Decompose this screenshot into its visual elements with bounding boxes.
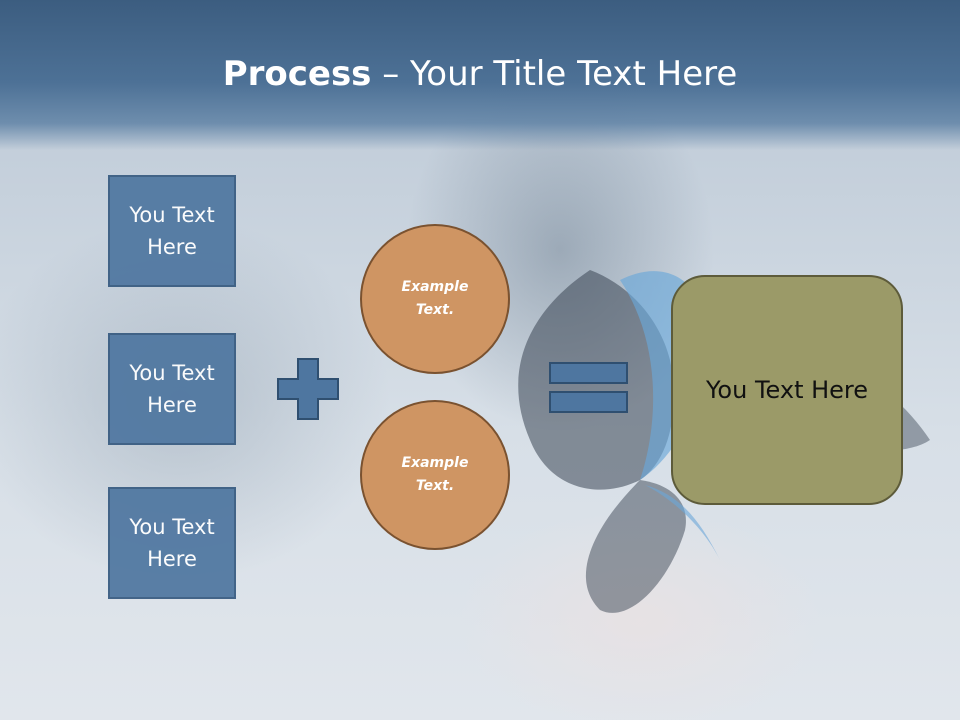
equals-icon bbox=[549, 362, 628, 413]
plus-icon bbox=[277, 358, 339, 420]
title-bold: Process bbox=[222, 54, 372, 94]
title-rest: – Your Title Text Here bbox=[371, 54, 738, 94]
input-box-2: You Text Here bbox=[108, 333, 236, 445]
example-circle-2: Example Text. bbox=[360, 400, 510, 550]
result-box: You Text Here bbox=[671, 275, 903, 505]
example-circle-1: Example Text. bbox=[360, 224, 510, 374]
slide-title: Process – Your Title Text Here bbox=[0, 54, 960, 94]
input-box-3: You Text Here bbox=[108, 487, 236, 599]
input-box-1: You Text Here bbox=[108, 175, 236, 287]
title-band bbox=[0, 0, 960, 150]
